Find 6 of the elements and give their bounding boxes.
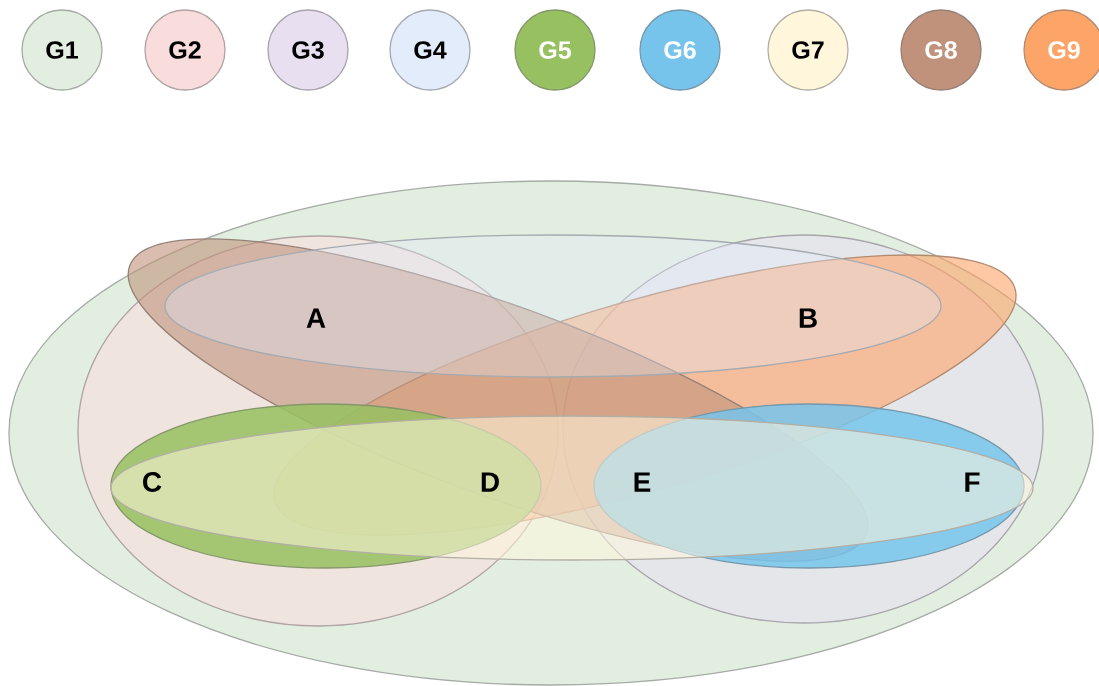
region-label: A: [306, 308, 326, 328]
region-label: D: [481, 472, 499, 492]
region-label: E: [634, 472, 651, 492]
region-label: C: [143, 472, 162, 492]
region-label: B: [799, 308, 817, 328]
region-label: F: [965, 472, 980, 492]
